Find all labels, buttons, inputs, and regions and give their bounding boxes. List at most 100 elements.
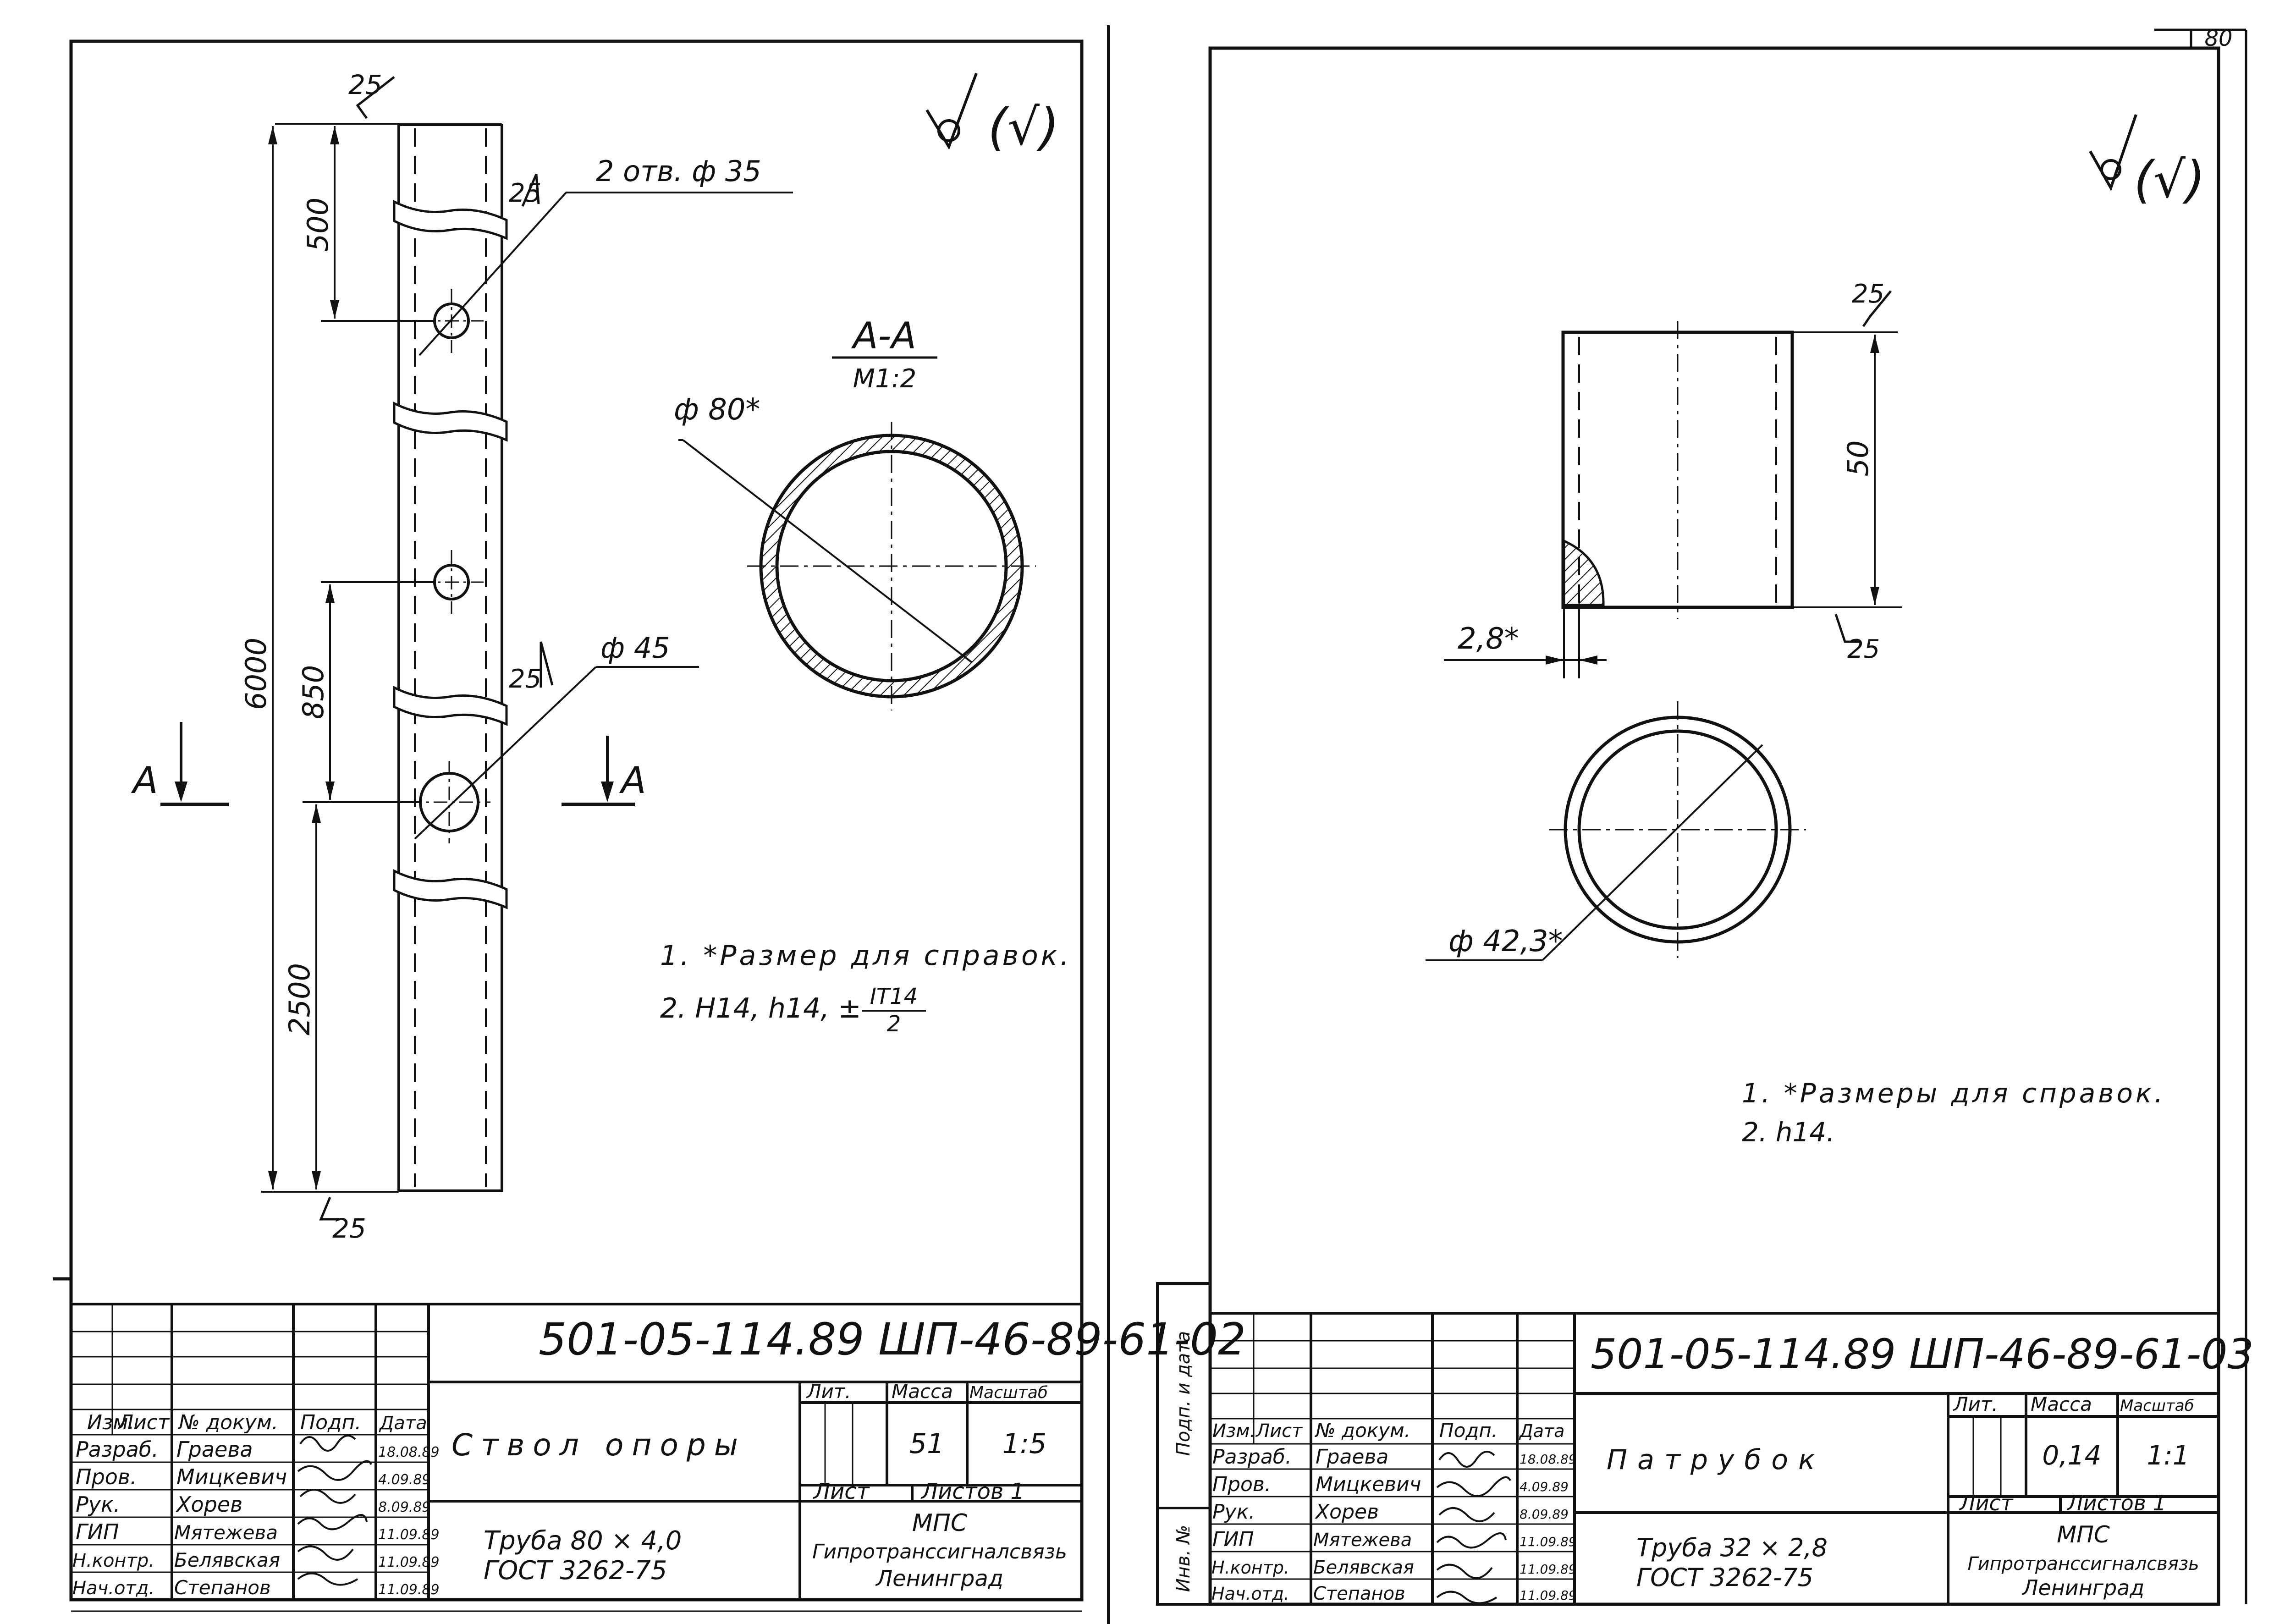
left-title-block: 501-05-114.89 ШП-46-89-61-02 Изм. Лист №… [71, 1303, 1246, 1600]
svg-text:Нач.отд.: Нач.отд. [1211, 1584, 1289, 1604]
svg-text:11.09.89: 11.09.89 [1520, 1588, 1577, 1603]
svg-text:ГИП: ГИП [76, 1519, 119, 1544]
left-note-2: 2. Н14, h14, ± [660, 992, 861, 1024]
right-end-view: ф 42,3* [1426, 701, 1806, 961]
left-scale-value: 1:5 [1002, 1428, 1047, 1460]
svg-text:Пров.: Пров. [76, 1464, 137, 1489]
svg-text:Н.контр.: Н.контр. [72, 1550, 154, 1571]
right-sheets-label: Листов 1 [2066, 1491, 2166, 1515]
right-doc-number: 501-05-114.89 ШП-46-89-61-03 [1591, 1330, 2254, 1378]
right-org-1: МПС [2057, 1521, 2110, 1548]
right-org-2: Гипротранссигналсвязь [1967, 1553, 2199, 1574]
roughness-hole2: 25 [509, 664, 541, 694]
left-lit-label: Лит. [806, 1380, 851, 1403]
right-surface-mark-text: (√) [2134, 150, 2205, 209]
svg-text:Мятежева: Мятежева [174, 1521, 278, 1544]
right-pipe-view: 50 25 25 2,8* [1444, 279, 1902, 678]
left-roughness-marks: 25 25 25 25 [319, 69, 554, 1244]
left-material-2: ГОСТ 3262-75 [484, 1556, 667, 1585]
svg-text:18.08.89: 18.08.89 [378, 1444, 440, 1460]
right-material-2: ГОСТ 3262-75 [1636, 1563, 1813, 1592]
left-hdr-sign: Подп. [300, 1411, 361, 1434]
side-inv: Инв. № [1173, 1525, 1194, 1592]
side-sign-date: Подп. и дата [1173, 1331, 1194, 1456]
right-org-3: Ленинград [2021, 1575, 2144, 1600]
svg-text:Мицкевич: Мицкевич [176, 1464, 287, 1489]
svg-text:Рук.: Рук. [76, 1492, 120, 1517]
svg-text:Мицкевич: Мицкевич [1316, 1473, 1421, 1496]
right-sheet: 80 Подп. и дата Инв. № (√) 50 [1156, 26, 2254, 1606]
section-mark-left: А [131, 759, 158, 802]
left-mass-value: 51 [909, 1428, 944, 1460]
right-surface-finish: (√) [2089, 114, 2205, 209]
right-side-strip: Подп. и дата Инв. № [1156, 1282, 1211, 1606]
left-pipe [393, 123, 508, 1192]
svg-text:11.09.89: 11.09.89 [1520, 1534, 1577, 1549]
left-mass-label: Масса [892, 1380, 953, 1403]
svg-text:Граева: Граева [1316, 1445, 1388, 1469]
svg-text:8.09.89: 8.09.89 [1520, 1507, 1569, 1522]
section-diameter: ф 80* [674, 393, 760, 427]
dim-6000: 6000 [239, 638, 273, 710]
left-note-2-den: 2 [887, 1011, 901, 1037]
left-frame [69, 39, 1084, 1602]
left-doc-number: 501-05-114.89 ШП-46-89-61-02 [539, 1314, 1246, 1365]
svg-text:Рук.: Рук. [1212, 1500, 1255, 1524]
hole1-label: 2 отв. ф 35 [596, 154, 761, 188]
svg-text:4.09.89: 4.09.89 [378, 1472, 431, 1488]
left-sheets-label: Листов 1 [920, 1479, 1024, 1504]
svg-text:11.09.89: 11.09.89 [378, 1582, 440, 1598]
left-sheet-label: Лист [813, 1479, 870, 1504]
left-scale-label: Масштаб [969, 1383, 1048, 1402]
svg-text:18.08.89: 18.08.89 [1520, 1452, 1577, 1467]
right-note-2: 2. h14. [1742, 1117, 1835, 1148]
right-part-name: Патрубок [1607, 1444, 1825, 1476]
hole2-label: ф 45 [600, 631, 670, 665]
right-note-1: 1. *Размеры для справок. [1742, 1078, 2165, 1109]
left-org-2: Гипротранссигналсвязь [812, 1540, 1067, 1563]
left-section-view: А-А М1:2 ф 80* [674, 314, 1036, 710]
svg-text:4.09.89: 4.09.89 [1520, 1479, 1569, 1494]
left-note-2-num: IT14 [870, 984, 918, 1009]
right-dim-height: 50 [1841, 440, 1875, 477]
left-surface-mark-text: (√) [988, 98, 1059, 156]
section-title: А-А [851, 314, 916, 357]
right-dim-diameter: ф 42,3* [1448, 925, 1563, 958]
left-hdr-list: Лист [117, 1411, 170, 1434]
dim-850: 850 [297, 665, 330, 719]
right-mass-value: 0,14 [2042, 1440, 2101, 1471]
svg-text:8.09.89: 8.09.89 [378, 1499, 431, 1515]
svg-text:Н.контр.: Н.контр. [1211, 1558, 1289, 1578]
svg-text:11.09.89: 11.09.89 [378, 1554, 440, 1570]
left-section-marks: А А [131, 722, 646, 806]
right-people: Разраб. Граева 18.08.89 Пров. Мицкевич 4… [1211, 1445, 1577, 1604]
svg-text:11.09.89: 11.09.89 [1520, 1562, 1577, 1577]
left-material-1: Труба 80 × 4,0 [484, 1526, 682, 1556]
svg-text:Степанов: Степанов [174, 1576, 271, 1599]
left-notes: 1. *Размер для справок. 2. Н14, h14, ± I… [660, 940, 1069, 1037]
right-roughness-bottom: 25 [1847, 634, 1880, 664]
right-hdr-doc: № докум. [1315, 1419, 1410, 1442]
svg-text:Хорев: Хорев [176, 1492, 242, 1517]
left-hole-leaders: 2 отв. ф 35 ф 45 [414, 154, 793, 840]
left-surface-finish: (√) [925, 72, 1059, 156]
svg-text:Пров.: Пров. [1212, 1473, 1271, 1496]
right-mass-label: Масса [2031, 1393, 2092, 1415]
right-dim-wall: 2,8* [1458, 622, 1519, 656]
section-scale: М1:2 [853, 364, 916, 394]
svg-text:Хорев: Хорев [1315, 1500, 1379, 1524]
page-number: 80 [2204, 26, 2232, 51]
right-scale-label: Масштаб [2120, 1397, 2194, 1415]
dim-500: 500 [301, 198, 335, 252]
svg-text:Степанов: Степанов [1313, 1583, 1405, 1604]
left-part-name: Ствол опоры [451, 1427, 746, 1463]
svg-text:Разраб.: Разраб. [76, 1437, 159, 1462]
right-lit-label: Лит. [1953, 1393, 1998, 1415]
svg-text:ГИП: ГИП [1212, 1528, 1254, 1551]
svg-text:Белявская: Белявская [1313, 1557, 1414, 1578]
svg-text:Белявская: Белявская [174, 1549, 280, 1571]
left-org-3: Ленинград [875, 1566, 1003, 1591]
right-signatures [1436, 1451, 1511, 1604]
right-title-block: 501-05-114.89 ШП-46-89-61-03 Изм. Лист №… [1210, 1312, 2254, 1604]
dim-2500: 2500 [283, 963, 316, 1035]
